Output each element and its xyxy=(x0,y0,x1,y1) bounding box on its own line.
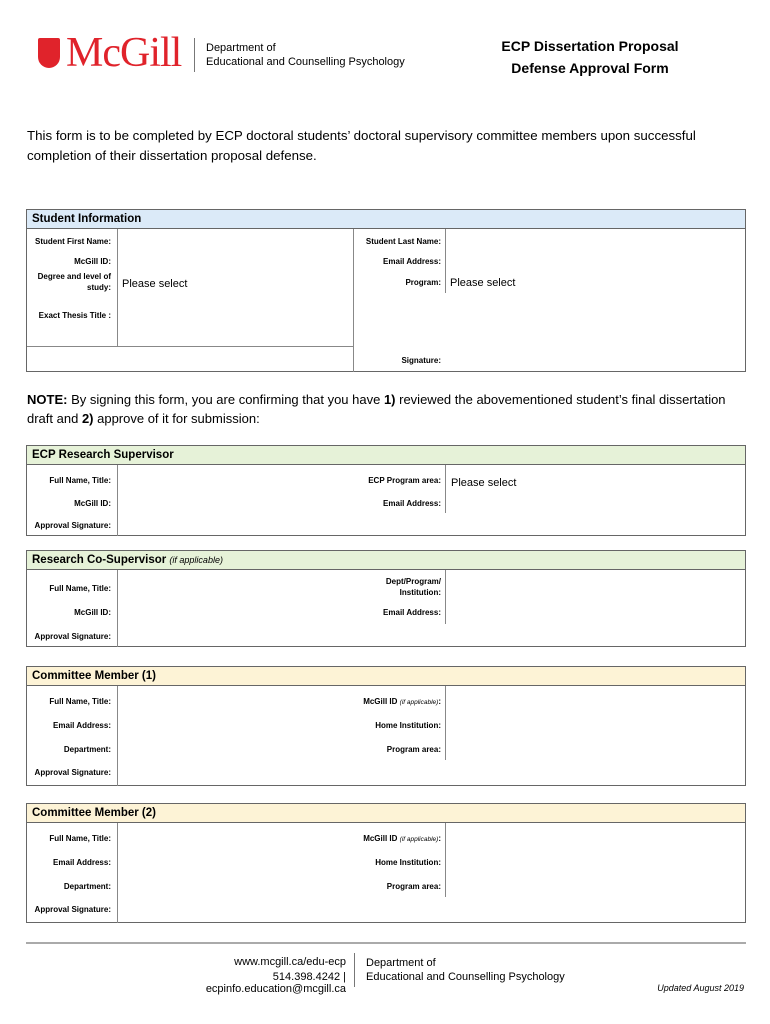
logo-divider xyxy=(194,38,195,72)
header-dept-line2: Educational and Counselling Psychology xyxy=(206,56,405,68)
student-first-name-label: Student First Name: xyxy=(34,237,111,246)
signing-note: NOTE: By signing this form, you are conf… xyxy=(27,392,726,426)
signature-row-divider xyxy=(27,346,353,347)
committee-1-program-area-label: Program area: xyxy=(386,745,441,754)
form-title-line1: ECP Dissertation Proposal xyxy=(501,38,679,54)
middle-column-divider xyxy=(353,229,354,372)
committee-2-mcgill-id-label: McGill ID (if applicable): xyxy=(363,834,441,843)
right-label-divider xyxy=(445,570,446,624)
committee-2-home-institution-label: Home Institution: xyxy=(375,858,441,867)
label-column-divider xyxy=(117,570,118,647)
program-select[interactable]: Please select xyxy=(450,277,516,289)
research-supervisor-section: ECP Research Supervisor Full Name, Title… xyxy=(26,445,746,536)
form-title-line2: Defense Approval Form xyxy=(511,60,669,76)
degree-level-label: Degree and level of study: xyxy=(37,272,111,292)
committee-1-home-institution-label: Home Institution: xyxy=(375,721,441,730)
committee-1-approval-label: Approval Signature: xyxy=(34,768,111,777)
footer-dept-line2: Educational and Counselling Psychology xyxy=(366,971,565,983)
footer-contact[interactable]: 514.398.4242 | ecpinfo.education@mcgill.… xyxy=(205,971,346,995)
footer-logo-divider xyxy=(354,953,355,987)
supervisor-full-name-label: Full Name, Title: xyxy=(49,476,111,485)
committee-2-program-area-label: Program area: xyxy=(386,882,441,891)
student-information-section: Student Information Student First Name: … xyxy=(26,209,746,372)
right-label-divider xyxy=(445,686,446,760)
supervisor-section-heading: ECP Research Supervisor xyxy=(27,446,745,465)
student-email-label: Email Address: xyxy=(383,257,441,266)
co-supervisor-approval-label: Approval Signature: xyxy=(34,632,111,641)
degree-level-select[interactable]: Please select xyxy=(122,278,188,290)
committee-2-heading: Committee Member (2) xyxy=(27,804,745,823)
mcgill-logo: McGill xyxy=(66,30,182,76)
committee-member-2-section: Committee Member (2) Full Name, Title: M… xyxy=(26,803,746,923)
right-label-divider xyxy=(445,229,446,293)
student-mcgill-id-label: McGill ID: xyxy=(74,257,111,266)
updated-date: Updated August 2019 xyxy=(657,983,744,993)
label-column-divider xyxy=(117,229,118,346)
footer-dept-line1: Department of xyxy=(366,957,436,969)
student-signature-label: Signature: xyxy=(401,356,441,365)
supervisor-program-area-select[interactable]: Please select xyxy=(451,477,517,489)
committee-1-heading: Committee Member (1) xyxy=(27,667,745,686)
label-column-divider xyxy=(117,465,118,536)
program-label: Program: xyxy=(405,278,441,287)
co-supervisor-dept-label: Dept/Program/ Institution: xyxy=(385,577,441,597)
committee-2-department-label: Department: xyxy=(63,882,111,891)
right-label-divider xyxy=(445,465,446,513)
footer-divider xyxy=(26,942,746,944)
committee-1-email-label: Email Address: xyxy=(53,721,111,730)
intro-text: This form is to be completed by ECP doct… xyxy=(27,128,696,163)
committee-2-email-label: Email Address: xyxy=(53,858,111,867)
committee-2-approval-label: Approval Signature: xyxy=(34,905,111,914)
committee-1-mcgill-id-label: McGill ID (if applicable): xyxy=(363,697,441,706)
supervisor-email-label: Email Address: xyxy=(383,499,441,508)
header-dept-line1: Department of xyxy=(206,42,276,54)
footer-website-link[interactable]: www.mcgill.ca/edu-ecp xyxy=(234,956,346,968)
supervisor-mcgill-id-label: McGill ID: xyxy=(74,499,111,508)
label-column-divider xyxy=(117,686,118,786)
committee-1-full-name-label: Full Name, Title: xyxy=(49,697,111,706)
mcgill-shield-icon xyxy=(38,38,60,68)
co-supervisor-section-heading: Research Co-Supervisor (if applicable) xyxy=(27,551,745,570)
right-label-divider xyxy=(445,823,446,897)
co-supervisor-email-label: Email Address: xyxy=(383,608,441,617)
label-column-divider xyxy=(117,823,118,923)
committee-1-department-label: Department: xyxy=(63,745,111,754)
co-supervisor-full-name-label: Full Name, Title: xyxy=(49,584,111,593)
supervisor-program-area-label: ECP Program area: xyxy=(368,476,441,485)
committee-member-1-section: Committee Member (1) Full Name, Title: M… xyxy=(26,666,746,786)
thesis-title-label: Exact Thesis Title : xyxy=(38,311,111,320)
co-supervisor-section: Research Co-Supervisor (if applicable) F… xyxy=(26,550,746,647)
student-last-name-label: Student Last Name: xyxy=(365,237,441,246)
co-supervisor-mcgill-id-label: McGill ID: xyxy=(74,608,111,617)
student-section-heading: Student Information xyxy=(27,210,745,229)
committee-2-full-name-label: Full Name, Title: xyxy=(49,834,111,843)
supervisor-approval-label: Approval Signature: xyxy=(34,521,111,530)
